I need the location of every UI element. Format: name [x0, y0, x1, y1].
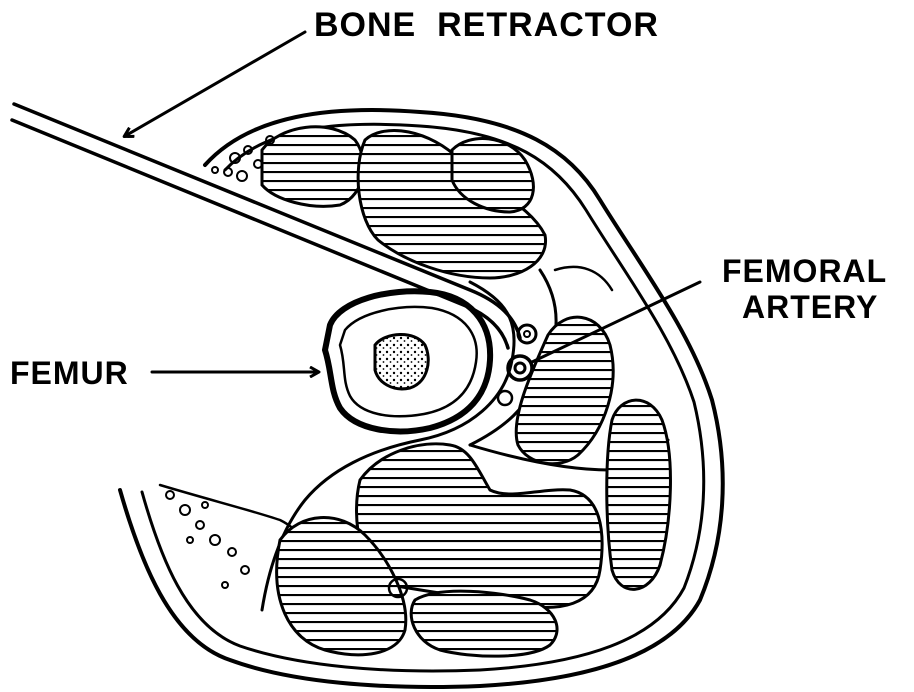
- femoral-vein: [518, 325, 536, 343]
- label-femoral-artery-line2: ARTERY: [742, 289, 878, 325]
- nerve: [498, 391, 512, 405]
- muscle-sartorius: [262, 127, 363, 206]
- label-femoral-artery-line1: FEMORAL: [722, 253, 887, 289]
- bone-marrow: [375, 334, 428, 388]
- muscle-vastus-medialis: [516, 317, 613, 464]
- label-femur: FEMUR: [10, 355, 129, 391]
- muscle-groups: [262, 127, 670, 656]
- label-bone-retractor: BONE RETRACTOR: [314, 6, 659, 44]
- muscle-gracilis: [607, 400, 671, 589]
- femur-bone: [325, 291, 490, 431]
- muscle-hamstring-right: [411, 591, 557, 656]
